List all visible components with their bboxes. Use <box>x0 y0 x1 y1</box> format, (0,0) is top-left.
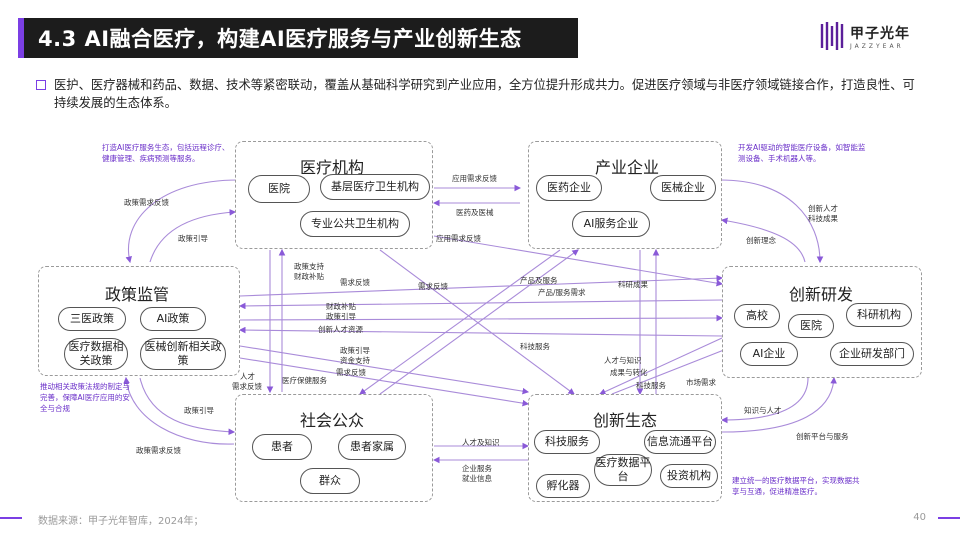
node-medical-item-0: 医院 <box>248 175 310 203</box>
node-policy-item-0: 三医政策 <box>58 307 126 331</box>
title-bar: 4.3 AI融合医疗，构建AI医疗服务与产业创新生态 <box>18 18 578 58</box>
link-label: 政策引导 <box>184 406 214 415</box>
link-label: 成果与转化 <box>610 368 648 377</box>
note-medical: 打造AI医疗服务生态，包括远程诊疗、健康管理、疾病预测等服务。 <box>102 143 230 163</box>
link-label: 人才 <box>240 372 255 381</box>
link-label: 创新人才 <box>808 204 838 213</box>
page-number: 40 <box>913 512 926 523</box>
intro-paragraph: 医护、医疗器械和药品、数据、技术等紧密联动，覆盖从基础科学研究到产业应用，全方位… <box>36 76 926 112</box>
link-label: 产品及服务 <box>520 276 558 285</box>
node-medical-title: 医疗机构 <box>300 158 365 177</box>
link-label: 知识与人才 <box>744 406 782 415</box>
link-label: 企业服务 <box>462 464 492 473</box>
link-label: 政策需求反馈 <box>124 198 169 207</box>
node-public-item-1: 患者家属 <box>338 434 406 460</box>
node-eco-item-2: 孵化器 <box>536 474 590 498</box>
node-policy-title: 政策监管 <box>105 285 170 304</box>
footer-accent-left <box>0 517 22 519</box>
link-label: 应用需求反馈 <box>436 234 481 243</box>
note-eco: 建立统一的医疗数据平台，实现数据共享与互通，促进精准医疗。 <box>732 476 860 496</box>
link-label: 科技成果 <box>808 214 838 223</box>
link-label: 政策引导 <box>340 346 370 355</box>
link-label: 创新理念 <box>746 236 776 245</box>
page-title: 4.3 AI融合医疗，构建AI医疗服务与产业创新生态 <box>38 27 522 51</box>
link-label: 产品/服务需求 <box>538 288 586 297</box>
link-label: 需求反馈 <box>336 368 366 377</box>
link-label: 政策引导 <box>326 312 356 321</box>
link-label: 医疗保健服务 <box>282 376 327 385</box>
link-label: 政策支持 <box>294 262 324 271</box>
intro-text: 医护、医疗器械和药品、数据、技术等紧密联动，覆盖从基础科学研究到产业应用，全方位… <box>54 78 915 110</box>
link-label: 创新人才资源 <box>318 325 363 334</box>
link-label: 创新平台与服务 <box>796 432 849 441</box>
node-industry-item-1: 医械企业 <box>650 175 716 201</box>
node-rnd-item-1: 医院 <box>788 314 834 338</box>
source-note: 数据来源：甲子光年智库，2024年； <box>38 516 204 527</box>
node-policy-item-3: 医械创新相关政策 <box>140 338 226 370</box>
node-industry-title: 产业企业 <box>595 158 660 177</box>
node-medical-item-1: 基层医疗卫生机构 <box>320 174 430 200</box>
logo-en: JAZZYEAR <box>850 42 904 50</box>
node-eco-item-0: 科技服务 <box>534 430 600 454</box>
node-rnd-title: 创新研发 <box>789 285 854 304</box>
node-eco-title: 创新生态 <box>593 411 658 430</box>
note-industry: 开发AI驱动的智能医疗设备，如智能监测设备、手术机器人等。 <box>738 143 866 163</box>
link-label: 人才及知识 <box>462 438 500 447</box>
node-rnd-item-2: 科研机构 <box>846 303 912 327</box>
node-public-item-0: 患者 <box>252 434 312 460</box>
node-rnd-item-4: 企业研发部门 <box>830 342 914 366</box>
node-industry-item-0: 医药企业 <box>536 175 602 201</box>
link-label: 人才与知识 <box>604 356 642 365</box>
link-label: 科技服务 <box>520 342 550 351</box>
node-eco-item-3: 医疗数据平台 <box>594 454 652 486</box>
link-label: 需求反馈 <box>340 278 370 287</box>
link-label: 政策需求反馈 <box>136 446 181 455</box>
footer-accent-right <box>938 517 960 519</box>
node-eco-item-1: 信息流通平台 <box>644 430 716 454</box>
link-label: 需求反馈 <box>418 282 448 291</box>
node-policy-item-2: 医疗数据相关政策 <box>64 338 128 370</box>
node-eco-item-4: 投资机构 <box>660 464 718 488</box>
link-label: 财政补贴 <box>294 272 324 281</box>
link-label: 科研成果 <box>618 280 648 289</box>
node-rnd-item-0: 高校 <box>734 304 780 328</box>
link-label: 资金支持 <box>340 356 370 365</box>
note-policy: 推动相关政策法规的制定与完善，保障AI医疗应用的安全与合规 <box>40 382 130 413</box>
node-medical-item-2: 专业公共卫生机构 <box>300 211 410 237</box>
node-policy-item-1: AI政策 <box>140 307 206 331</box>
link-label: 财政补贴 <box>326 302 356 311</box>
node-public-title: 社会公众 <box>300 411 365 430</box>
link-label: 应用需求反馈 <box>452 174 497 183</box>
node-rnd-item-3: AI企业 <box>740 342 798 366</box>
bullet-square-icon <box>36 80 46 90</box>
link-label: 市场需求 <box>686 378 716 387</box>
brand-logo: 甲子光年 JAZZYEAR <box>820 16 930 56</box>
link-label: 需求反馈 <box>232 382 262 391</box>
logo-mark-icon <box>820 22 844 50</box>
link-label: 就业信息 <box>462 474 492 483</box>
link-label: 政策引导 <box>178 234 208 243</box>
node-industry-item-2: AI服务企业 <box>572 211 650 237</box>
logo-cn: 甲子光年 <box>850 25 910 42</box>
node-public-item-2: 群众 <box>300 468 360 494</box>
link-label: 科技服务 <box>636 381 666 390</box>
link-label: 医药及医械 <box>456 208 494 217</box>
